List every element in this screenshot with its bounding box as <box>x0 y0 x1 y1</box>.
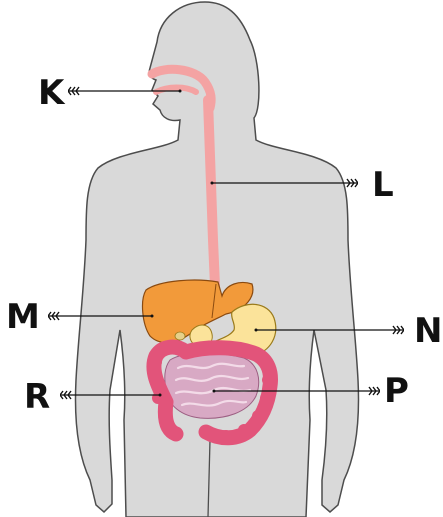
gallbladder <box>175 332 185 340</box>
label-m: M <box>6 297 40 337</box>
esophagus <box>208 100 215 286</box>
label-p: P <box>384 371 409 411</box>
label-n: N <box>414 311 442 351</box>
small-intestine <box>165 353 259 418</box>
label-l: L <box>372 165 394 205</box>
label-r: R <box>24 377 50 417</box>
label-k: K <box>38 73 66 113</box>
